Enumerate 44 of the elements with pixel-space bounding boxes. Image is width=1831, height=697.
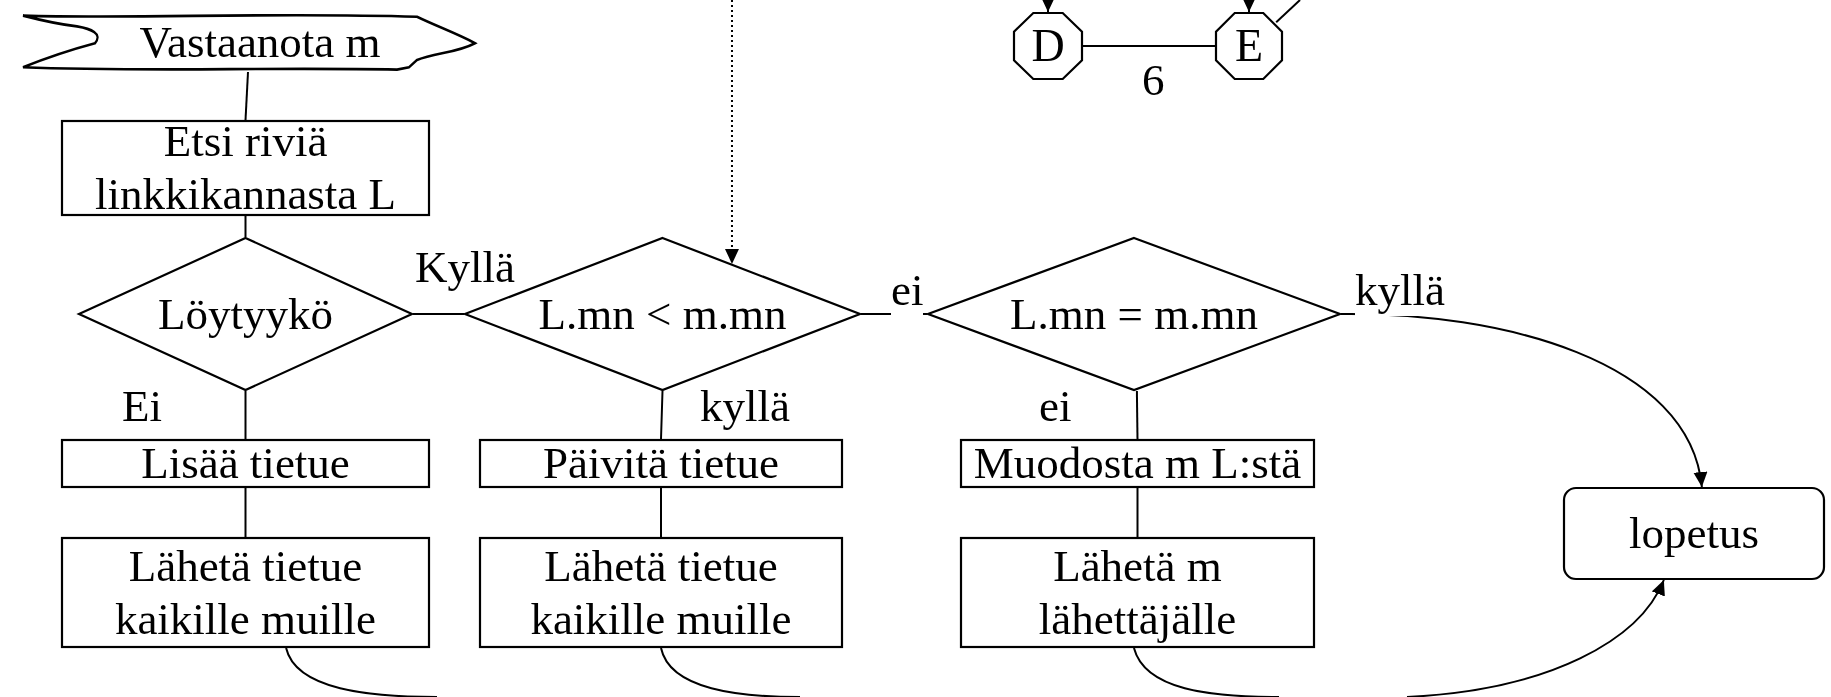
process-box [960, 537, 1315, 648]
node-text: E [1234, 19, 1264, 73]
connector-line [244, 487, 247, 538]
node-text: Lisää tietue [141, 437, 350, 490]
node-text: Löytyykö [158, 287, 333, 341]
connector-line [1136, 487, 1139, 538]
octagon-node [1013, 12, 1083, 80]
arrow [1406, 579, 1665, 697]
node-text: Lähetä tietue kaikille muille [529, 539, 793, 646]
decision-diamond [927, 237, 1341, 391]
connector-line [244, 215, 247, 238]
dotted-arrow [725, 0, 739, 265]
node-text: L.mn < m.mn [538, 287, 787, 341]
connector-line [660, 647, 801, 697]
node-text: L.mn = m.mn [1010, 287, 1258, 341]
node-text: Päivitä tietue [542, 437, 780, 490]
connector-line [244, 390, 247, 440]
process-box [479, 439, 843, 488]
terminal-box [1563, 487, 1825, 580]
arrow [1242, 0, 1256, 13]
node-text: Etsi riviä linkkikannasta L [93, 115, 398, 221]
connector-line [285, 647, 438, 697]
process-box [479, 537, 843, 648]
connector-line [1082, 45, 1216, 47]
node-text: D [1031, 19, 1065, 73]
node-text: Muodosta m L:stä [973, 437, 1302, 490]
connector-line [412, 313, 465, 315]
connector-line [660, 487, 662, 538]
octagon-node [1215, 12, 1283, 80]
node-text: Vastaanota m [139, 15, 381, 69]
connector-line [660, 390, 664, 440]
process-box [61, 120, 430, 216]
arrow [1340, 313, 1706, 488]
connector-line [244, 71, 249, 121]
connector-line [1132, 647, 1280, 697]
connector-line [1275, 0, 1301, 24]
node-text: Lähetä tietue kaikille muille [113, 539, 378, 646]
node-text: Lähetä m lähettäjälle [1037, 539, 1238, 646]
decision-diamond [78, 237, 413, 391]
arrow [1041, 0, 1055, 13]
process-box [61, 439, 430, 488]
process-box [61, 537, 430, 648]
connector-line [1135, 390, 1139, 440]
node-text: lopetus [1629, 507, 1759, 560]
